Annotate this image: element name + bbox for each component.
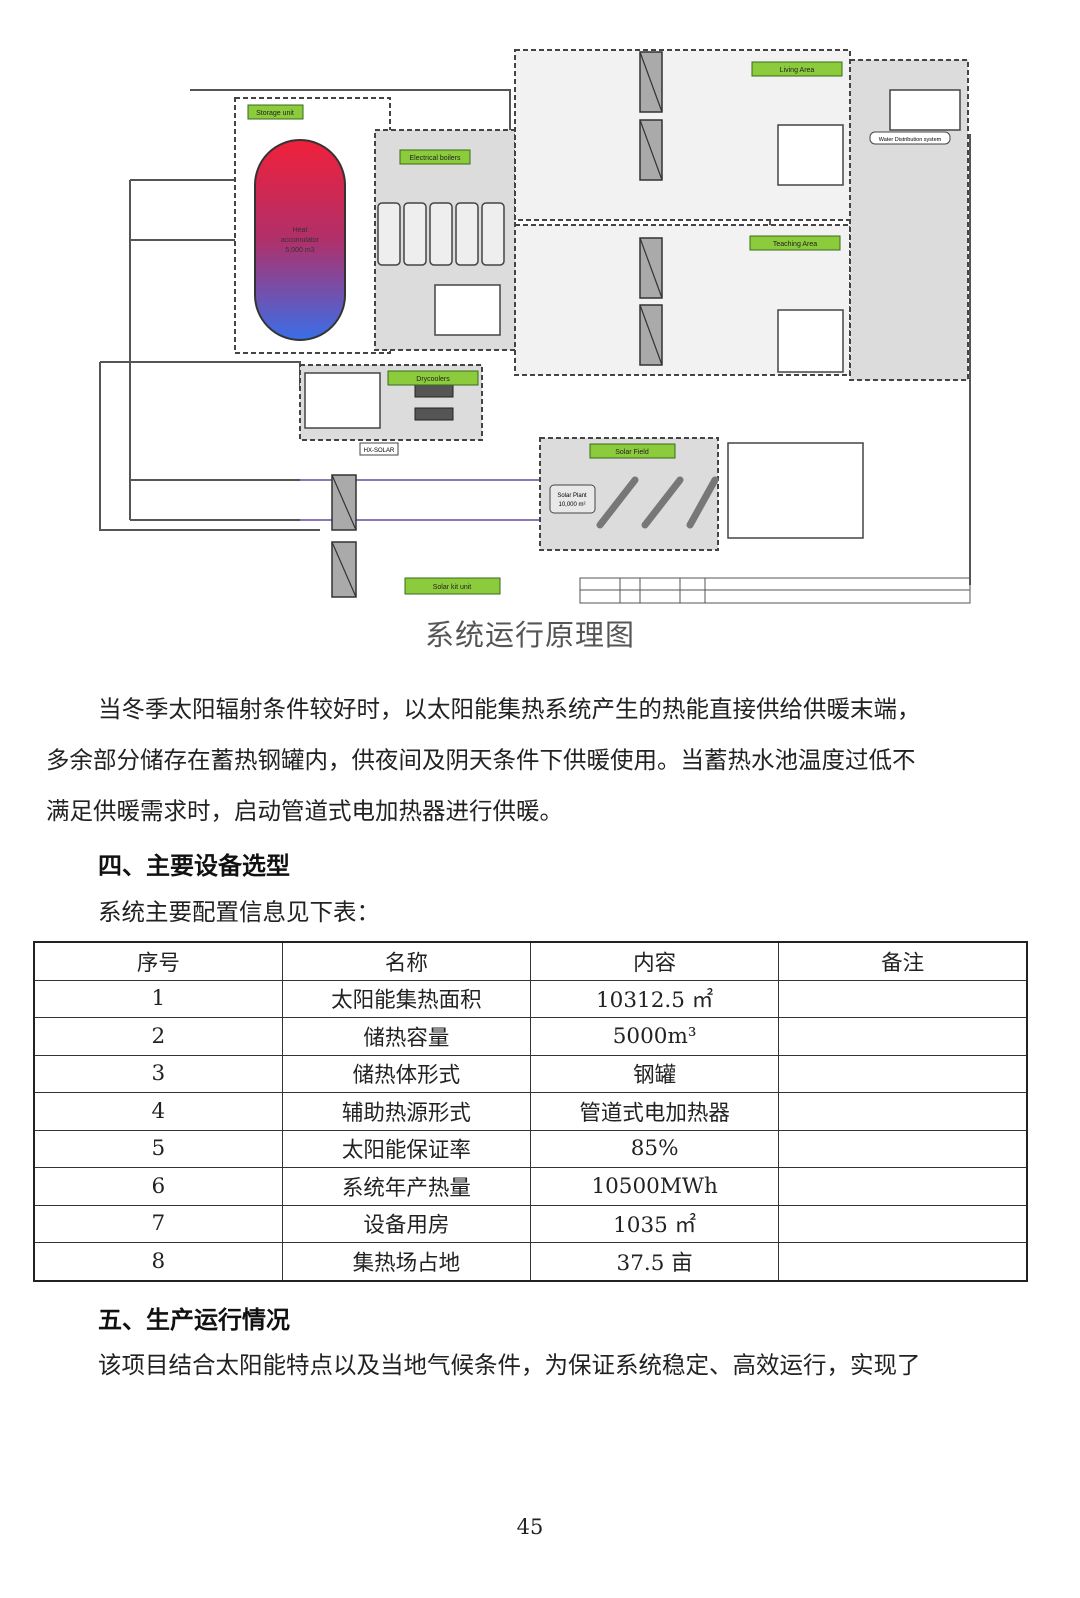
heat-accumulator-tank xyxy=(254,139,346,341)
page-number: 45 xyxy=(516,1515,544,1539)
system-schematic-diagram: Heat accumulator 5,000 m3 Solar Plant 10… xyxy=(99,49,971,604)
svg-text:Drycoolers: Drycoolers xyxy=(416,376,450,383)
svg-text:Living Area: Living Area xyxy=(780,67,815,74)
svg-text:Electrical boilers: Electrical boilers xyxy=(410,155,461,162)
svg-text:Solar kit unit: Solar kit unit xyxy=(433,584,472,591)
svg-text:Water Distribution system: Water Distribution system xyxy=(879,137,942,143)
svg-text:HX-SOLAR: HX-SOLAR xyxy=(364,448,395,454)
table-intro: 系统主要配置信息见下表： xyxy=(98,898,380,926)
section-heading-operation: 五、生产运行情况 xyxy=(98,1305,290,1334)
svg-text:Solar Field: Solar Field xyxy=(615,449,649,456)
paragraph-operation: 该项目结合太阳能特点以及当地气候条件，为保证系统稳定、高效运行，实现了 xyxy=(98,1351,921,1379)
svg-text:5,000 m3: 5,000 m3 xyxy=(285,247,314,254)
section-heading-equipment: 四、主要设备选型 xyxy=(98,851,290,880)
svg-text:Teaching Area: Teaching Area xyxy=(773,241,817,248)
svg-text:Solar Plant: Solar Plant xyxy=(557,493,587,499)
table-header-row: 序号名称内容备注 xyxy=(33,941,1028,981)
paragraph-solar-heating: 当冬季太阳辐射条件较好时，以太阳能集热系统产生的热能直接供给供暖末端， 多余部分… xyxy=(46,695,921,825)
svg-text:10,000 m²: 10,000 m² xyxy=(558,502,585,508)
figure-caption: 系统运行原理图 xyxy=(424,618,635,652)
svg-text:Heat: Heat xyxy=(293,227,308,234)
svg-text:Storage unit: Storage unit xyxy=(256,110,294,117)
svg-text:accumulator: accumulator xyxy=(281,237,320,244)
